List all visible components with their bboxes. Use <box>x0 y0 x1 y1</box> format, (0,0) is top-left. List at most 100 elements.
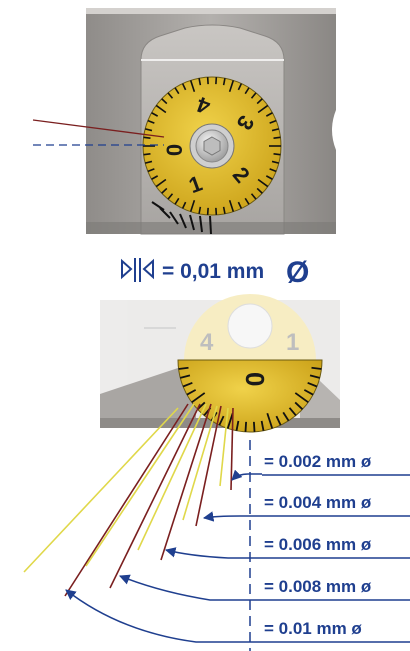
dial-tick <box>294 392 309 404</box>
dial-tick <box>237 83 243 91</box>
increment-label: = 0.01 mm ø <box>264 619 362 638</box>
dial-tick <box>189 199 196 212</box>
dial-tick <box>147 119 155 124</box>
dial-tick <box>161 98 168 105</box>
resolution-text: = 0,01 mm <box>162 260 264 283</box>
callout-arrow <box>119 574 262 601</box>
increment-label: = 0.008 mm ø <box>264 577 372 596</box>
dial-tick <box>144 160 153 164</box>
dial-tick <box>256 98 263 105</box>
dial-tick <box>244 197 250 205</box>
dial-zero-label: 0 <box>240 372 270 386</box>
dial-ticks <box>143 77 281 215</box>
increment-line <box>195 405 222 527</box>
dial-tick <box>271 160 280 164</box>
diameter-symbol: Ø <box>286 256 309 289</box>
dial-tick <box>311 366 322 370</box>
dial-tick <box>303 389 314 396</box>
dial-tick <box>189 80 196 93</box>
dial-tick <box>265 175 273 180</box>
dial-tick <box>174 87 180 95</box>
dial-tick <box>180 374 191 379</box>
vernier-marks <box>151 201 212 235</box>
dial-tick <box>275 415 282 426</box>
svg-text:1: 1 <box>286 329 299 356</box>
dial-tick <box>181 83 187 91</box>
dial-tick <box>269 168 277 173</box>
increment-line <box>137 403 207 551</box>
increment-label: = 0.006 mm ø <box>264 535 372 554</box>
resolution-legend: = 0,01 mm Ø <box>121 256 309 289</box>
dial-tick <box>265 112 273 117</box>
dial-tick <box>226 412 234 429</box>
dial-tick <box>266 412 274 429</box>
callout-arrow <box>164 547 262 559</box>
dial-tick <box>257 104 269 114</box>
callout-arrow <box>65 589 262 643</box>
dial-tick <box>143 136 151 140</box>
dial-tick <box>143 152 151 156</box>
dial-tick <box>151 112 159 117</box>
dial-tick <box>147 168 155 173</box>
dial-tick <box>174 197 180 205</box>
increment-line <box>160 403 212 561</box>
dial-tick <box>222 206 226 214</box>
dial-tick <box>257 178 269 188</box>
increment-line <box>85 403 195 567</box>
dial-tick <box>182 381 193 388</box>
increment-line <box>64 403 189 597</box>
dial-tick <box>222 78 226 86</box>
callout-arrow <box>202 511 262 522</box>
dial-tick <box>288 407 297 417</box>
dial-tick <box>256 187 263 194</box>
dial-tick <box>181 201 187 209</box>
dial-tick <box>151 175 159 180</box>
dial-tick <box>282 411 290 422</box>
dial-tick <box>167 92 174 99</box>
bottom-boring-head: 4 1 0 <box>100 294 340 433</box>
svg-text:4: 4 <box>200 329 214 356</box>
dial-tick <box>155 178 167 188</box>
hex-socket-icon <box>203 136 221 156</box>
reference-line-red <box>32 119 165 138</box>
dial-number: 0 <box>162 144 187 156</box>
callout-arrow <box>231 469 262 481</box>
dial-tick <box>244 421 248 432</box>
dial-tick <box>309 374 320 379</box>
dial-tick <box>250 92 257 99</box>
dial-tick <box>228 80 235 93</box>
dial-tick <box>260 420 265 431</box>
dial-tick <box>186 389 197 396</box>
dial-tick <box>244 87 250 95</box>
dial-tick <box>271 128 280 132</box>
dial-tick <box>252 421 256 432</box>
dial-tick <box>235 420 240 431</box>
dial-tick <box>250 193 257 200</box>
increment-lines <box>23 403 234 597</box>
dial-tick <box>161 187 168 194</box>
increment-line <box>219 407 229 487</box>
dial-tick <box>191 392 206 404</box>
dial-tick <box>237 201 243 209</box>
dial-tick <box>273 136 281 140</box>
increment-label: = 0.002 mm ø <box>264 452 372 471</box>
increment-label: = 0.004 mm ø <box>264 493 372 512</box>
dial-tick <box>167 193 174 200</box>
increment-callouts: = 0.002 mm ø = 0.004 mm ø = 0.006 mm ø = 0.… <box>65 440 410 651</box>
increment-line <box>23 407 179 573</box>
dial-tick <box>307 381 318 388</box>
dial-tick <box>294 401 304 410</box>
measurement-symbol-icon <box>121 258 154 282</box>
increment-line <box>109 403 201 589</box>
dial-tick <box>269 119 277 124</box>
increment-line <box>182 405 218 521</box>
dial-tick <box>155 104 167 114</box>
dial-tick <box>198 78 202 86</box>
dial-tick <box>144 128 153 132</box>
dial-tick <box>178 366 189 370</box>
dial-tick <box>228 199 235 212</box>
dial-tick <box>198 206 202 214</box>
dial-tick <box>218 415 225 426</box>
